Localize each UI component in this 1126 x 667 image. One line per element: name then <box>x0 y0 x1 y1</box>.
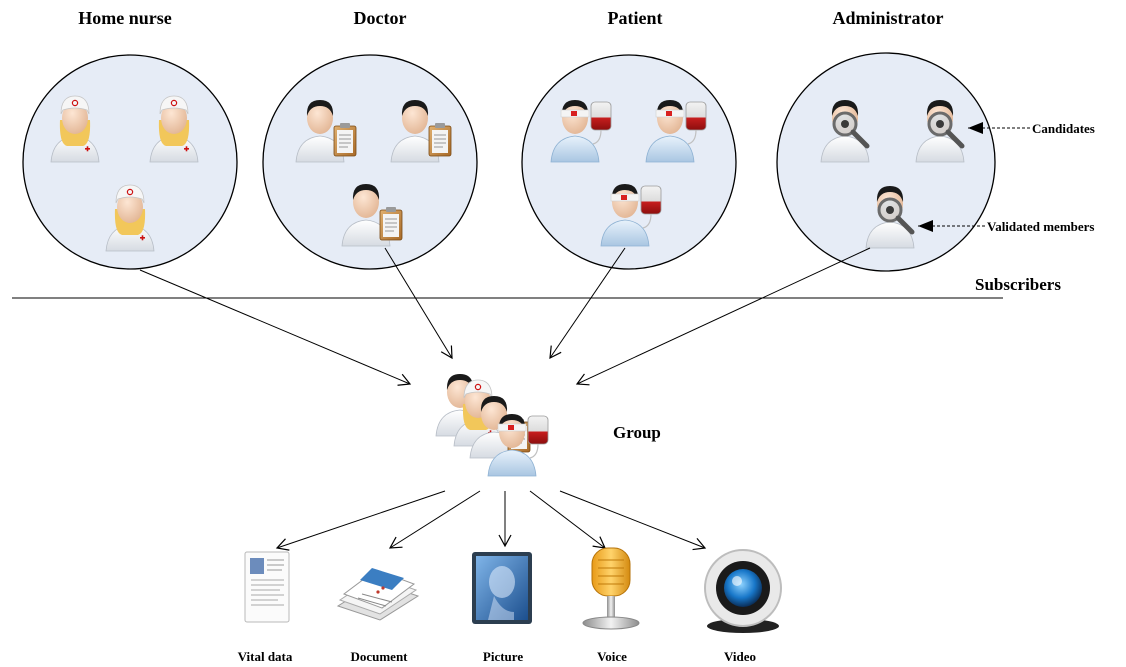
role-title-home-nurse: Home nurse <box>78 8 172 28</box>
arrow-to-video <box>559 490 707 551</box>
doctor-circle <box>262 54 478 270</box>
media-label-picture: Picture <box>483 649 523 664</box>
media-label-video: Video <box>724 649 756 664</box>
media-label-vital-data: Vital data <box>238 649 293 664</box>
role-title-doctor: Doctor <box>354 8 407 28</box>
arrow-to-document <box>388 490 481 549</box>
vital-data-icon <box>244 551 290 623</box>
arrow-admin-to-group <box>575 247 871 386</box>
role-title-administrator: Administrator <box>833 8 944 28</box>
arrow-nurse-to-group <box>139 269 412 386</box>
arrow-to-voice <box>529 490 606 549</box>
group-label: Group <box>613 423 661 442</box>
arrow-patient-to-group <box>549 247 626 360</box>
role-title-patient: Patient <box>608 8 663 28</box>
video-icon <box>704 549 782 633</box>
patient-circle <box>521 54 737 270</box>
document-icon <box>336 568 420 621</box>
arrow-doctor-to-group <box>384 247 453 360</box>
candidates-label: Candidates <box>1032 121 1095 136</box>
picture-icon <box>472 552 532 624</box>
home-nurse-circle <box>22 54 238 270</box>
subscribers-label: Subscribers <box>975 275 1061 294</box>
voice-icon <box>582 547 640 630</box>
administrator-circle <box>776 52 996 272</box>
validated-members-label: Validated members <box>987 219 1095 234</box>
group-icon <box>436 374 548 476</box>
media-label-voice: Voice <box>597 649 627 664</box>
arrow-to-vital-data <box>275 490 446 551</box>
media-label-document: Document <box>350 649 408 664</box>
